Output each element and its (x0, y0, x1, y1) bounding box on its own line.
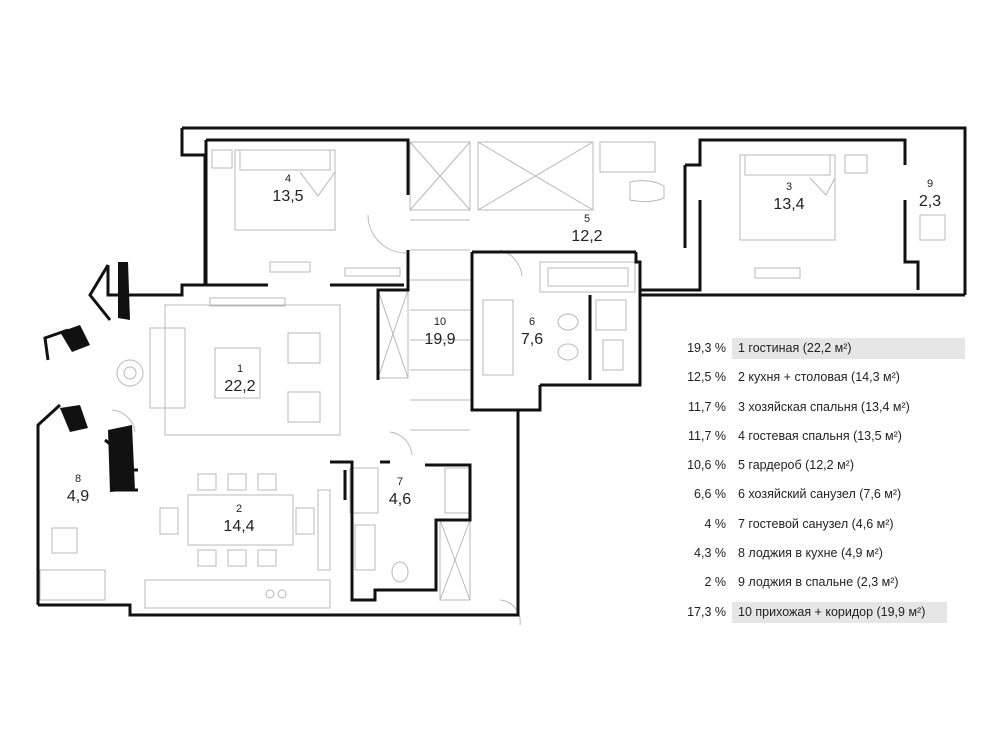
room-number-5: 5 (584, 213, 590, 225)
room-area-4: 13,5 (272, 188, 303, 205)
room-area-5: 12,2 (571, 228, 602, 245)
legend-percent: 11,7 % (688, 399, 726, 414)
legend-percent: 19,3 % (687, 341, 726, 355)
legend-row: 4,3 % 8 лоджия в кухне (4,9 м²) (672, 541, 972, 570)
window-bays (60, 262, 135, 492)
room-area-10: 19,9 (424, 331, 455, 348)
legend-percent: 4 % (704, 516, 726, 531)
walls (36, 126, 967, 617)
legend-label: 4 гостевая спальня (13,5 м²) (738, 428, 902, 443)
room-area-7: 4,6 (389, 491, 411, 508)
legend-percent: 4,3 % (694, 546, 726, 561)
legend-row: 4 % 7 гостевой санузел (4,6 м²) (672, 512, 972, 541)
legend-row: 17,3 % 10 прихожая + коридор (19,9 м²) (672, 600, 972, 629)
legend-percent: 6,6 % (694, 487, 726, 502)
legend-label: 1 гостиная (22,2 м²) (732, 338, 965, 359)
legend-label: 8 лоджия в кухне (4,9 м²) (738, 546, 883, 561)
legend-percent: 12,5 % (687, 370, 726, 385)
furniture-layer (39, 141, 946, 626)
room-area-1: 22,2 (224, 378, 255, 395)
legend-row: 11,7 % 3 хозяйская спальня (13,4 м²) (672, 395, 972, 424)
legend-row: 10,6 % 5 гардероб (12,2 м²) (672, 453, 972, 482)
legend-label: 6 хозяйский санузел (7,6 м²) (738, 487, 902, 502)
legend-row: 19,3 % 1 гостиная (22,2 м²) (672, 336, 972, 365)
room-area-9: 2,3 (919, 193, 941, 210)
room-number-3: 3 (786, 181, 792, 193)
room-number-6: 6 (529, 316, 535, 328)
legend-row: 2 % 9 лоджия в спальне (2,3 м²) (672, 570, 972, 599)
legend-row: 6,6 % 6 хозяйский санузел (7,6 м²) (672, 482, 972, 511)
room-area-2: 14,4 (223, 518, 254, 535)
room-area-8: 4,9 (67, 488, 89, 505)
room-number-1: 1 (237, 363, 243, 375)
legend-label: 5 гардероб (12,2 м²) (738, 458, 854, 473)
room-number-10: 10 (434, 316, 446, 328)
legend-row: 12,5 % 2 кухня + столовая (14,3 м²) (672, 365, 972, 394)
room-labels: 1 22,2 2 14,4 3 13,4 4 13,5 5 12,2 6 7,6 7 4,6 8 4,9 9 2,… (67, 173, 941, 535)
room-number-8: 8 (75, 473, 81, 485)
room-number-7: 7 (397, 476, 403, 488)
legend-label: 10 прихожая + коридор (19,9 м²) (732, 601, 947, 623)
room-number-9: 9 (927, 178, 933, 190)
legend-label: 3 хозяйская спальня (13,4 м²) (738, 399, 910, 414)
room-area-6: 7,6 (521, 331, 543, 348)
legend-label: 9 лоджия в спальне (2,3 м²) (738, 575, 899, 590)
room-area-3: 13,4 (773, 196, 804, 213)
room-number-2: 2 (236, 503, 242, 515)
legend-percent: 17,3 % (687, 604, 726, 619)
area-legend: 19,3 % 1 гостиная (22,2 м²) 12,5 % 2 кухня … (672, 336, 972, 629)
legend-percent: 2 % (704, 575, 726, 590)
legend-percent: 10,6 % (687, 458, 726, 473)
room-number-4: 4 (285, 173, 291, 185)
legend-row: 11,7 % 4 гостевая спальня (13,5 м²) (672, 424, 972, 453)
legend-percent: 11,7 % (688, 428, 726, 443)
legend-label: 2 кухня + столовая (14,3 м²) (738, 370, 900, 385)
legend-label: 7 гостевой санузел (4,6 м²) (738, 516, 894, 531)
